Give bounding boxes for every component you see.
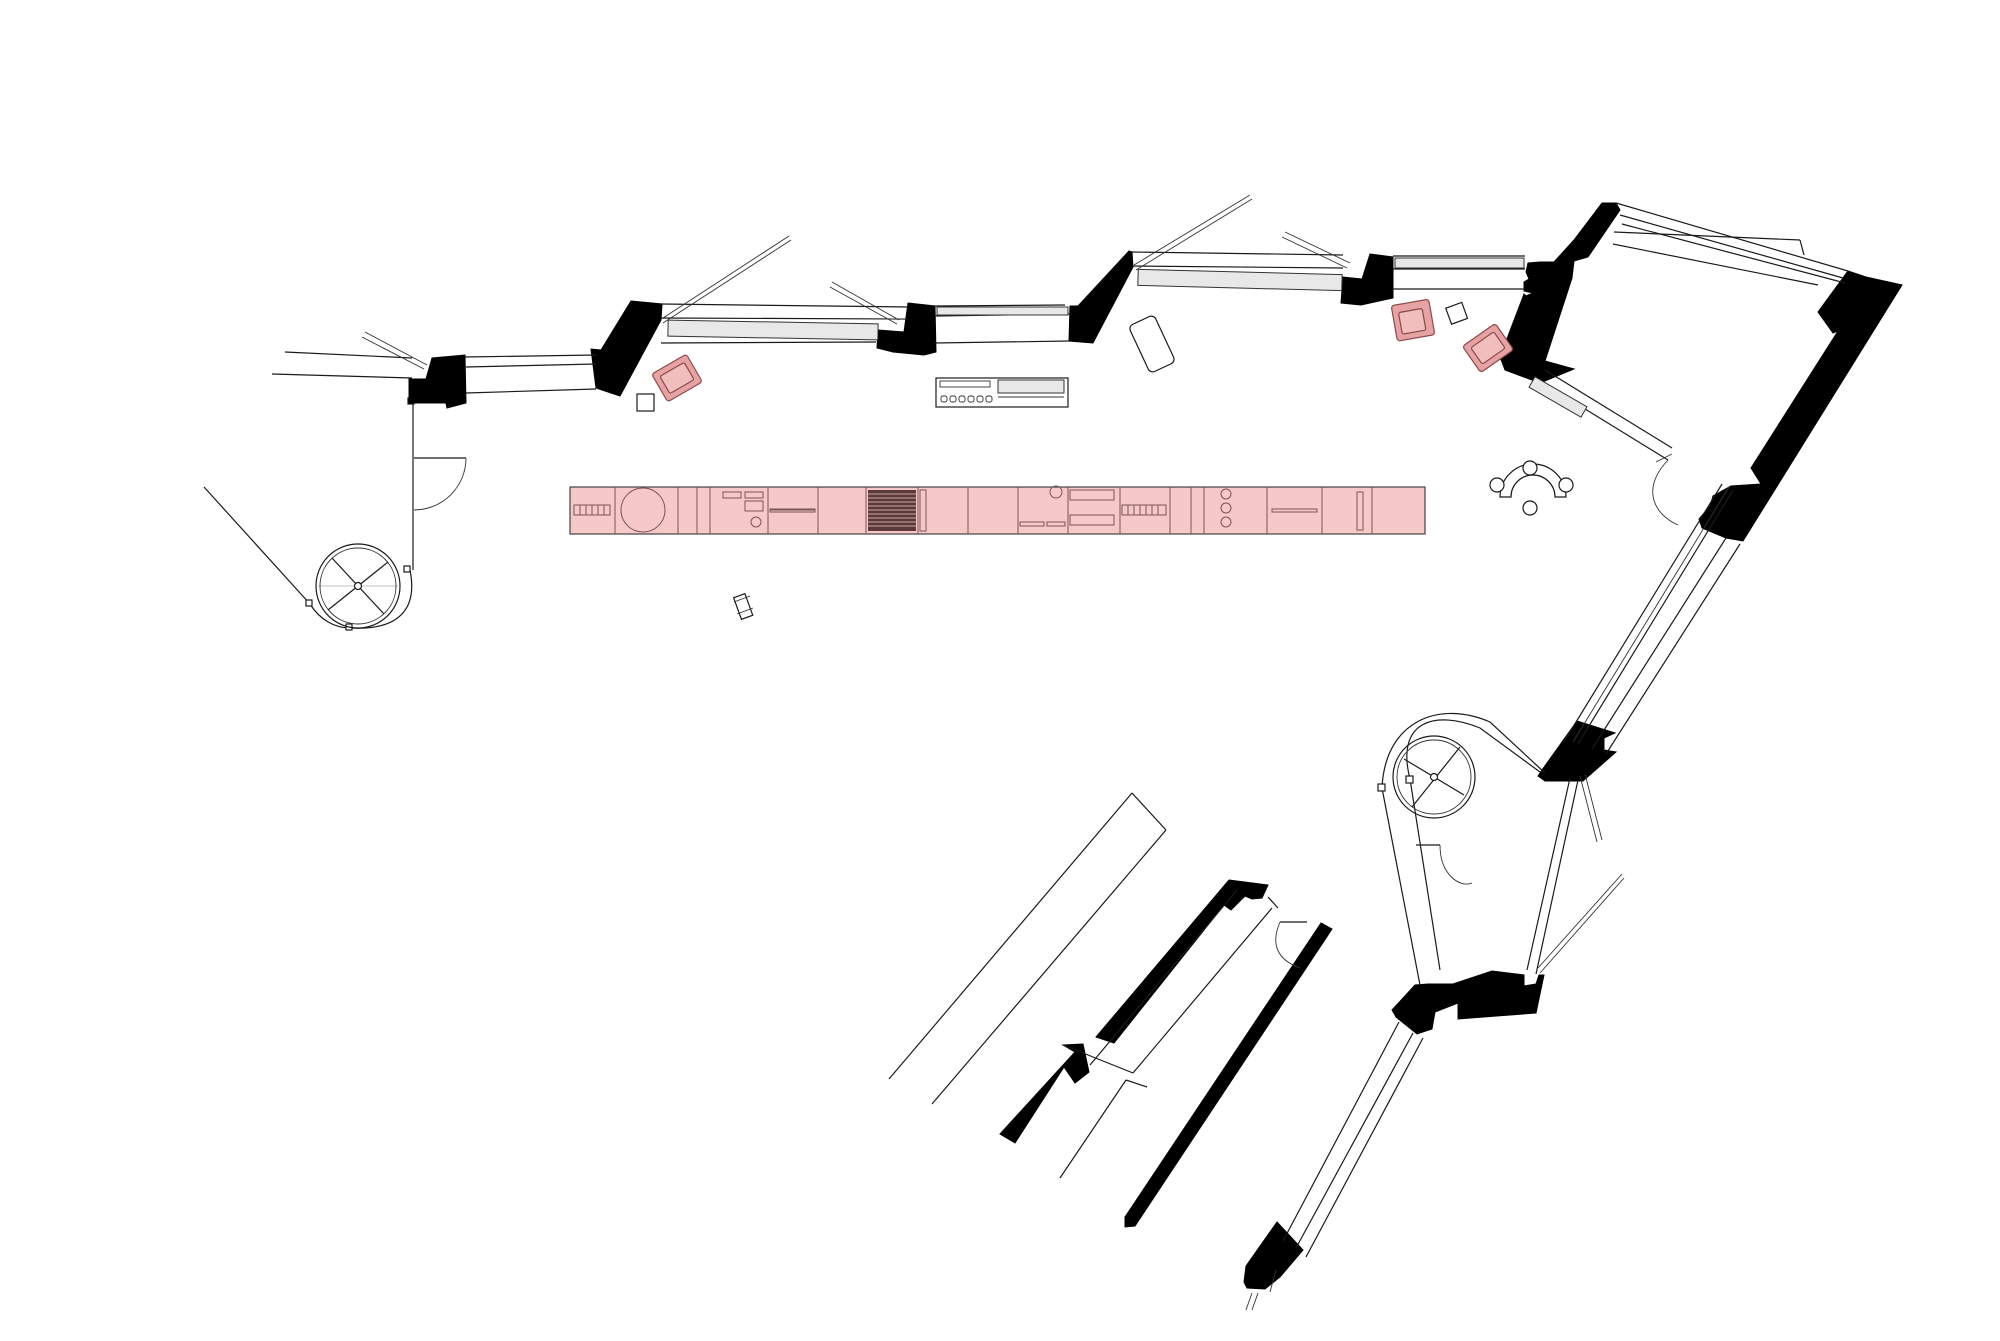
- right-stair-enclosure: [1377, 712, 1546, 986]
- door-swing-arc: [413, 457, 467, 511]
- black-solid-walls: [408, 202, 1903, 1290]
- spiral-staircase-icon: [1392, 735, 1476, 819]
- reception-desk: [935, 377, 1069, 408]
- passage-lines: [888, 792, 1307, 1179]
- counter-stripes: [868, 490, 916, 531]
- spiral-staircase-icon: [315, 543, 401, 629]
- pink-armchairs: [652, 299, 1513, 402]
- long-display-counter: [569, 485, 1426, 535]
- door-swing-arc: [1275, 921, 1301, 969]
- door-swing-arc: [1439, 844, 1473, 885]
- side-tables: [636, 301, 1469, 621]
- casement-windows: [361, 194, 1849, 1311]
- door-swing-arc: [1652, 459, 1679, 526]
- round-table-with-chairs: [1489, 460, 1574, 516]
